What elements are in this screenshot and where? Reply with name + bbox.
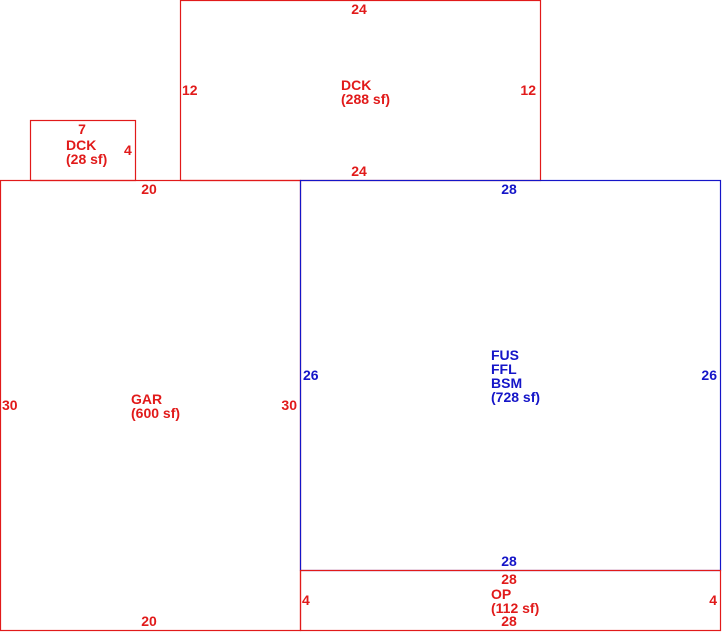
house-level-bsm: BSM (491, 375, 522, 391)
porch-area: (112 sf) (491, 600, 539, 616)
deck-top-dim-left: 12 (182, 82, 198, 98)
deck-small-area: (28 sf) (66, 151, 107, 167)
garage-name: GAR (131, 391, 162, 407)
house-level-ffl: FFL (491, 361, 517, 377)
porch-name: OP (491, 586, 511, 602)
deck-top-dim-bottom: 24 (351, 163, 367, 179)
garage-dim-right: 30 (281, 397, 297, 413)
garage-area: (600 sf) (131, 405, 180, 421)
garage-dim-left: 30 (2, 397, 18, 413)
porch-dim-bottom: 28 (501, 613, 517, 629)
house-dim-right: 26 (701, 367, 717, 383)
house-area: (728 sf) (491, 389, 540, 405)
deck-top-dim-right: 12 (520, 82, 536, 98)
deck-top-name: DCK (341, 77, 371, 93)
deck-top-area: (288 sf) (341, 91, 390, 107)
house-level-fus: FUS (491, 347, 519, 363)
porch-outline (299, 569, 722, 632)
deck-small-dim-top: 7 (78, 121, 86, 137)
deck-small-dim-right: 4 (124, 142, 132, 158)
porch-dim-top: 28 (501, 571, 517, 587)
porch-dim-left: 4 (302, 592, 310, 608)
house-dim-top: 28 (501, 181, 517, 197)
deck-top-dim-top: 24 (351, 1, 367, 17)
garage-dim-bottom: 20 (141, 613, 157, 629)
garage-dim-top: 20 (141, 181, 157, 197)
house-dim-bottom: 28 (501, 553, 517, 569)
porch-dim-right: 4 (709, 592, 717, 608)
deck-small-name: DCK (66, 137, 96, 153)
house-dim-left: 26 (303, 367, 319, 383)
